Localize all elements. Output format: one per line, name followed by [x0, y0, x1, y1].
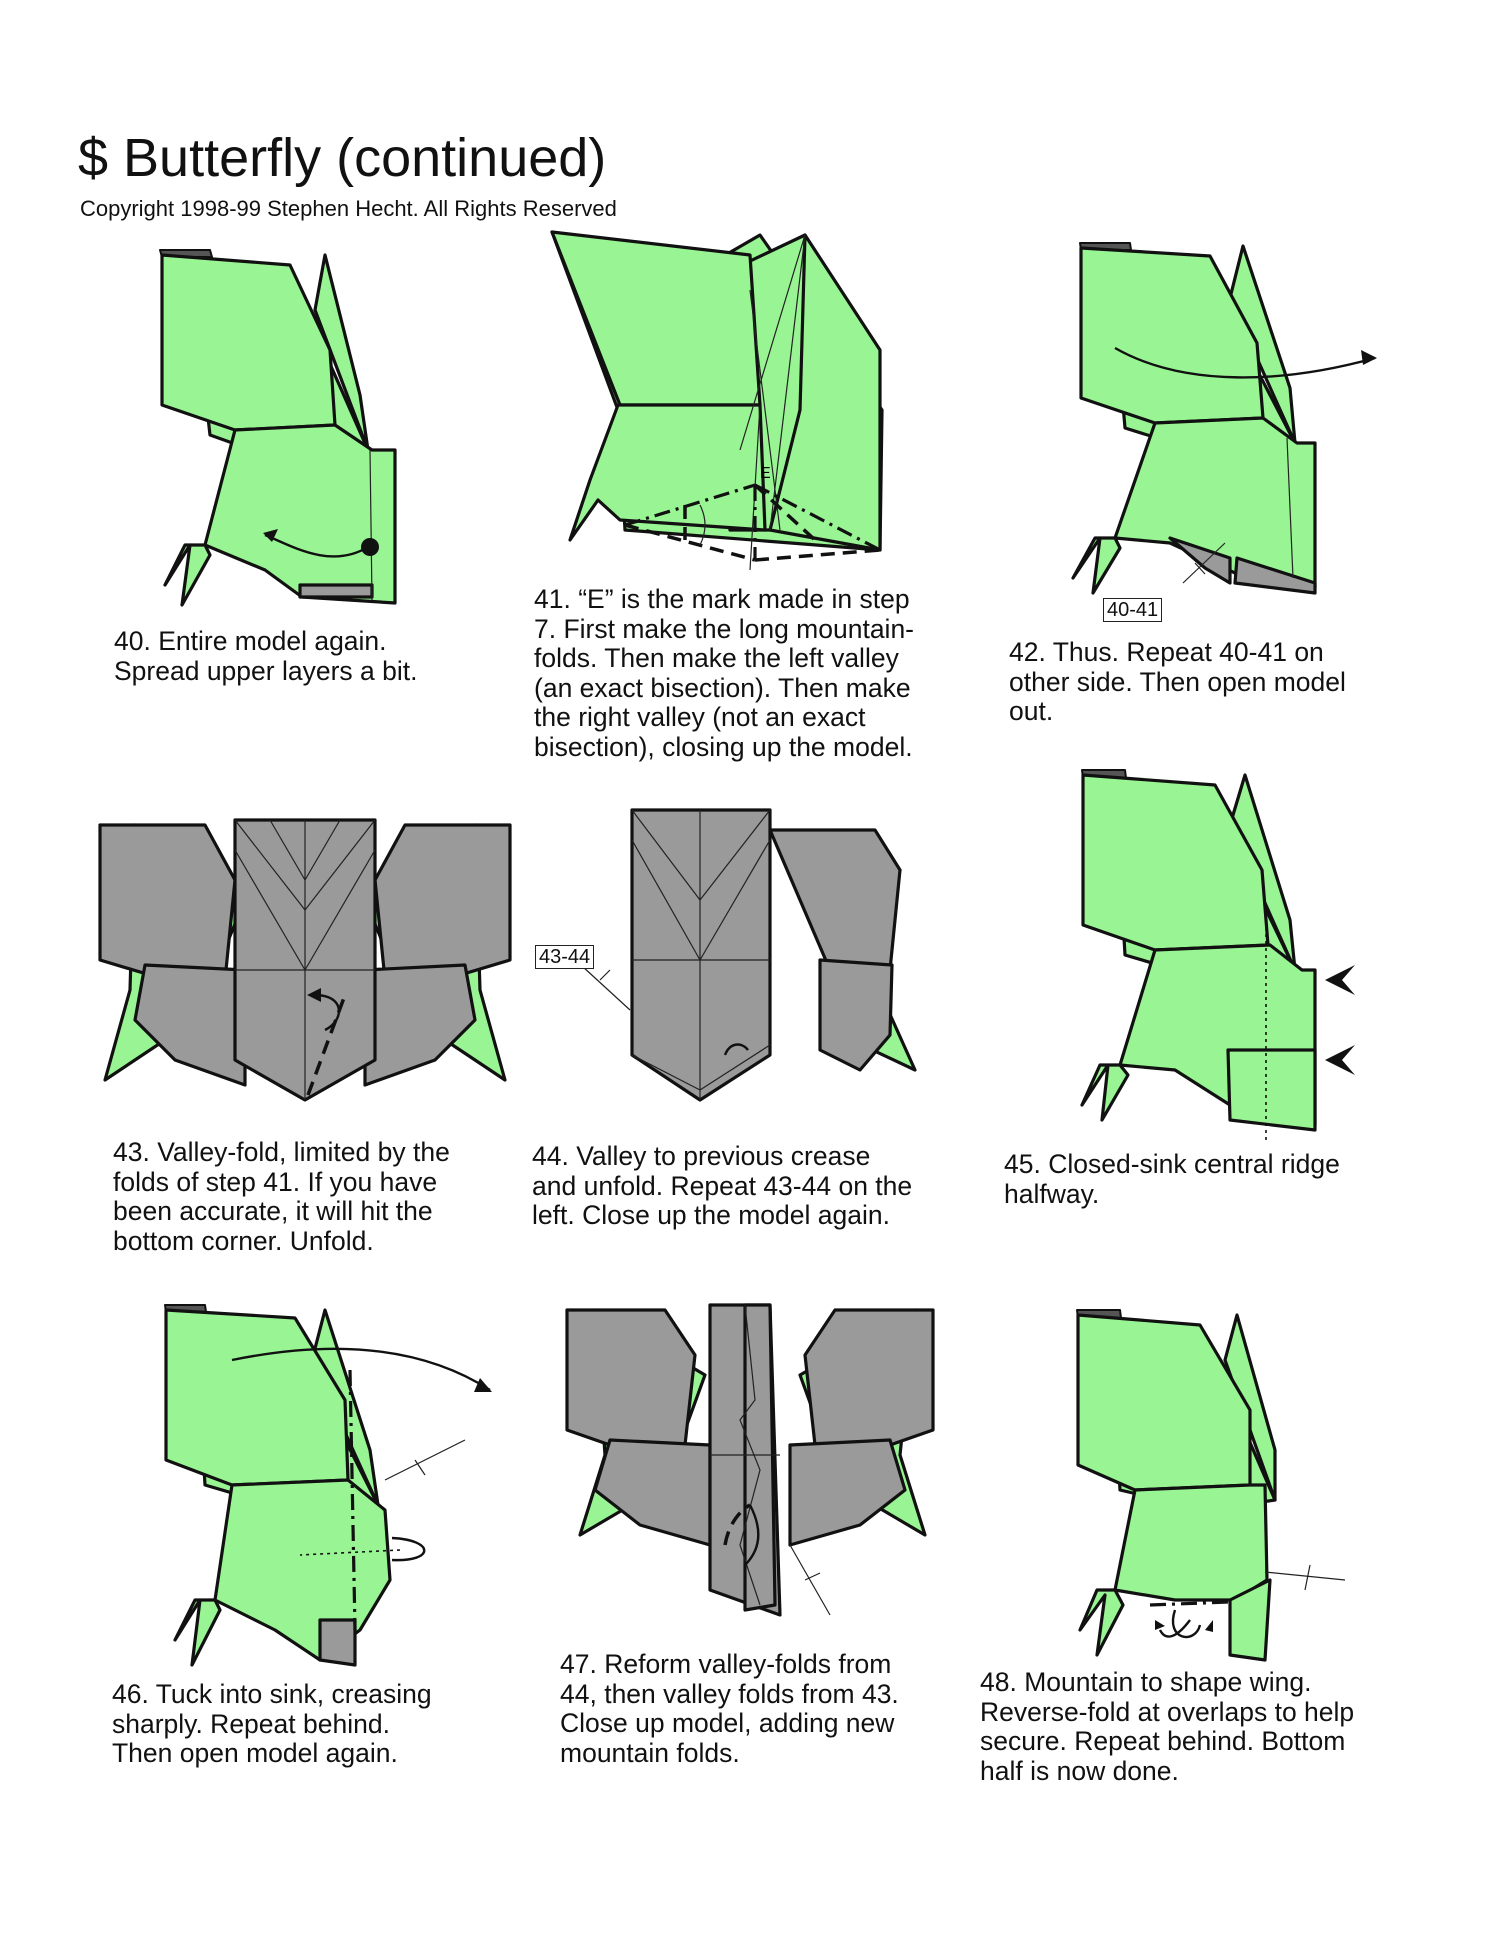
step-47-figure — [565, 1303, 935, 1617]
step-43-diagram: 43. Valley-fold, limited by the folds of… — [95, 818, 515, 1255]
step-40-figure — [159, 249, 397, 607]
step-42-ref-label: 40-41 — [1103, 598, 1163, 622]
step-47-diagram: 47. Reform valley-folds from 44, then va… — [560, 1303, 935, 1767]
step-40-diagram: 40. Entire model again. Spread upper lay… — [114, 245, 417, 685]
step-45-push-arrow-upper — [1325, 965, 1355, 995]
step-46-caption: 46. Tuck into sink, creasing sharply. Re… — [112, 1679, 432, 1768]
step-43-figure — [98, 818, 512, 1102]
step-48-caption: 48. Mountain to shape wing. Reverse-fold… — [980, 1667, 1355, 1786]
step-43-caption: 43. Valley-fold, limited by the folds of… — [113, 1137, 450, 1256]
step-46-figure — [164, 1304, 492, 1667]
step-42-figure — [1071, 242, 1377, 595]
step-48-diagram: 48. Mountain to shape wing. Reverse-fold… — [980, 1309, 1385, 1785]
step-45-figure — [1080, 769, 1355, 1140]
step-45-caption: 45. Closed-sink central ridge halfway. — [1004, 1149, 1340, 1209]
step-40-caption: 40. Entire model again. Spread upper lay… — [114, 626, 418, 686]
step-45-push-arrow-lower — [1325, 1045, 1355, 1075]
page-title: $ Butterfly (continued) — [78, 128, 607, 188]
step-44-caption: 44. Valley to previous crease and unfold… — [532, 1141, 913, 1230]
step-41-figure: E — [550, 230, 884, 571]
step-41-caption: 41. “E” is the mark made in step 7. Firs… — [534, 584, 915, 762]
step-44-diagram: 43-44 44. Valley to previous crease and … — [532, 808, 930, 1230]
step-45-diagram: 45. Closed-sink central ridge halfway. — [1004, 769, 1380, 1208]
step-47-caption: 47. Reform valley-folds from 44, then va… — [560, 1649, 899, 1768]
step-42-diagram: 40-41 42. Thus. Repeat 40-41 on other si… — [1009, 238, 1385, 726]
step-44-ref-label: 43-44 — [535, 945, 595, 969]
copyright-notice: Copyright 1998-99 Stephen Hecht. All Rig… — [80, 196, 617, 221]
step-41-diagram: E 41. “E” is the mark made in step 7. Fi… — [534, 230, 914, 761]
step-42-caption: 42. Thus. Repeat 40-41 on other side. Th… — [1009, 637, 1346, 726]
step-48-figure — [1076, 1309, 1346, 1662]
step-46-diagram: 46. Tuck into sink, creasing sharply. Re… — [112, 1300, 500, 1768]
step-40-pivot-dot — [361, 538, 379, 556]
step-41-mark-e: E — [760, 465, 771, 482]
step-44-figure — [569, 808, 917, 1102]
